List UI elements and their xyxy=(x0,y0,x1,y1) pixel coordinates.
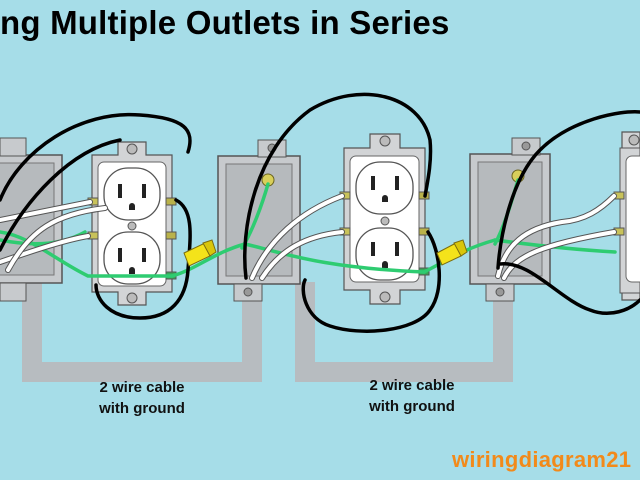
junction-box-2 xyxy=(217,139,301,302)
cable-label-2: 2 wire cable with ground xyxy=(342,375,482,417)
junction-box-3 xyxy=(469,137,551,302)
outlet-3 xyxy=(613,131,640,301)
wire-nut-icon xyxy=(183,239,217,267)
cable-label-line-1: 2 wire cable xyxy=(99,379,185,396)
cable-label-line-2: with ground xyxy=(369,398,455,415)
neutral-wires xyxy=(0,193,617,281)
hot-wires xyxy=(0,92,640,333)
cable-label-line-1: 2 wire cable xyxy=(369,377,455,394)
outlet-2 xyxy=(339,133,430,305)
conduit-1 xyxy=(22,282,262,382)
cable-label-1: 2 wire cable with ground xyxy=(72,377,212,419)
wire-nut-icon xyxy=(436,239,468,266)
cable-label-line-2: with ground xyxy=(99,400,185,417)
outlet-1 xyxy=(87,141,177,306)
watermark: wiringdiagram21 xyxy=(452,447,632,472)
page-title: ng Multiple Outlets in Series xyxy=(0,4,450,41)
conduit-2 xyxy=(295,282,513,382)
